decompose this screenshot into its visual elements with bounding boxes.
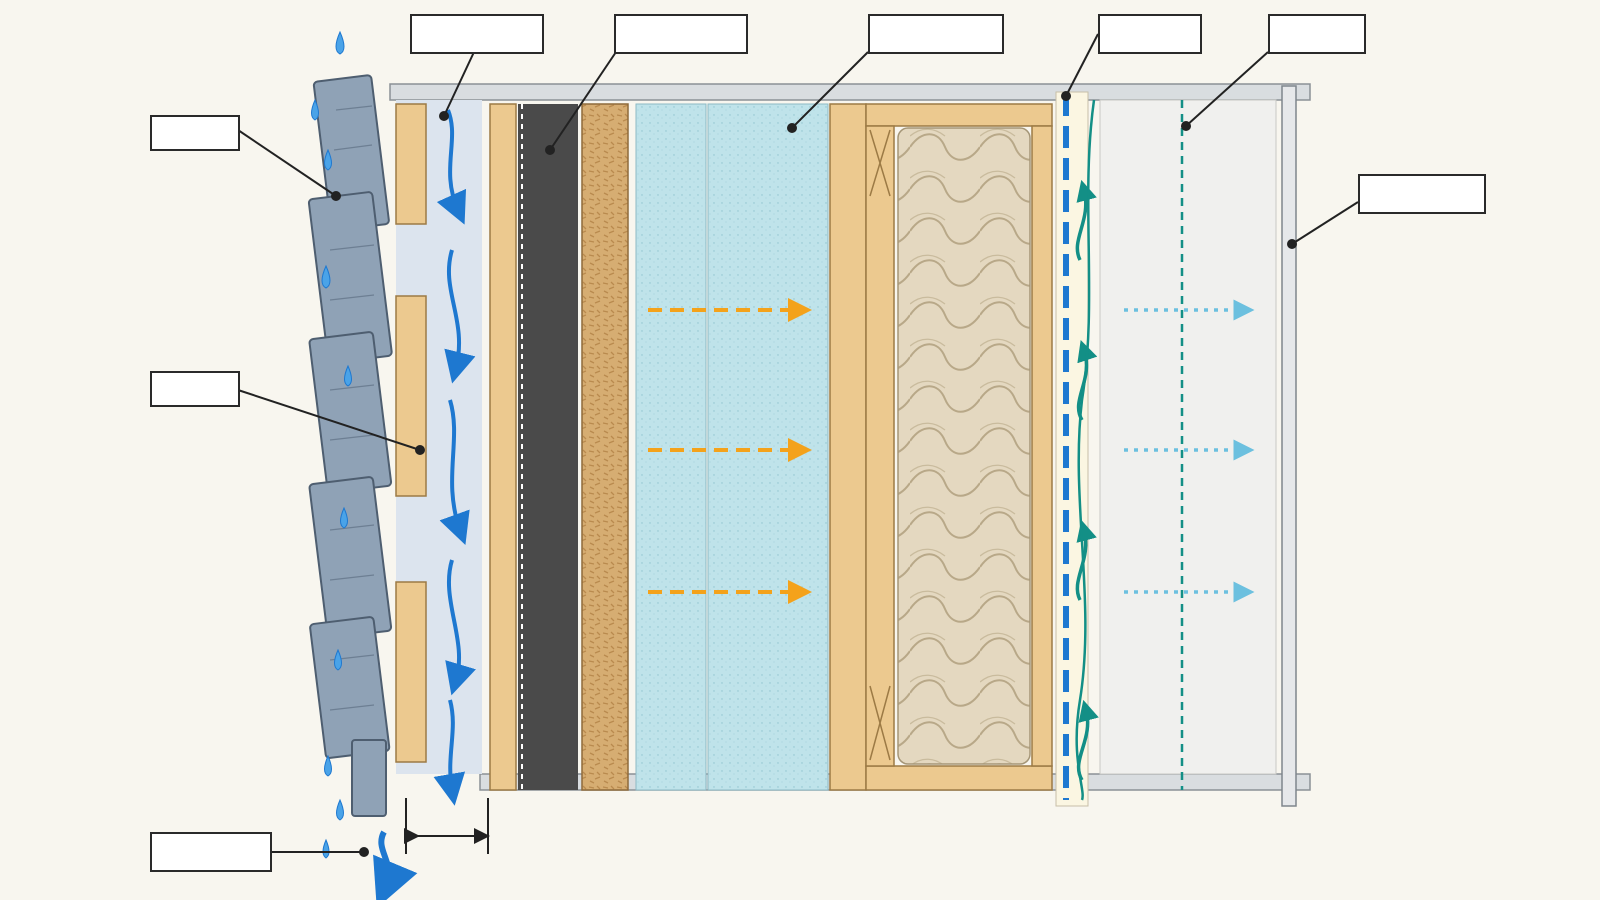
furring-strip [395,295,427,497]
shingle-grain [329,105,375,711]
blocking-cross [869,129,891,761]
leader-dot [1181,121,1191,131]
shingle-cladding [307,74,393,817]
weather-resistive-barrier [518,104,578,790]
leader-line [1065,33,1099,97]
water-drop-icon [324,148,332,171]
rain-droplets [311,30,352,859]
furring-strip [395,581,427,763]
drainage-arrow [436,109,467,225]
leader-dot [331,191,341,201]
wood-stud-framing [829,103,1053,791]
callout-furring [150,371,240,407]
top-plate-line [389,83,1311,101]
rigid-foam-panel [707,103,829,791]
water-drop-icon [322,838,330,859]
leader-dot [359,847,369,857]
leader-dot [415,445,425,455]
water-drop-icon [336,798,344,821]
leader-line [443,51,475,117]
drainage-exit-arrow [373,830,418,900]
callout-interior-trim [1358,174,1486,214]
water-drop-icon [321,264,331,289]
leader-line [549,51,617,151]
top-plate [865,103,1053,127]
leader-dot [1061,91,1071,101]
interior-trim [1281,85,1297,807]
shingle [308,476,393,639]
shingle [351,739,387,817]
leader-line [1291,201,1359,245]
stud [865,125,895,767]
water-drop-icon [335,30,345,55]
drainage-arrow [445,559,476,696]
stud [1031,125,1053,767]
interior-finish-board [1099,99,1277,775]
vapor-diffusion-arrows [1075,99,1099,801]
vapor-arrow [1075,519,1097,601]
furring-strip [395,103,427,225]
callout-wrb [614,14,748,54]
furring-strips [395,103,427,763]
leader-lines [237,33,1359,857]
water-drop-icon [311,98,319,121]
leader-dot [1287,239,1297,249]
leader-line [237,389,421,451]
batt-insulation [897,127,1031,765]
rigid-foam-panel [635,103,707,791]
callout-interior-board [1268,14,1366,54]
drainage-arrow [433,699,466,806]
bottom-plate [865,765,1053,791]
shingle [309,616,391,759]
vapor-arrow [1075,179,1097,261]
callout-vapor-retarder [1098,14,1202,54]
vapor-trail [1075,99,1096,801]
wood-board [489,103,517,791]
osb-sheathing [581,103,629,791]
leader-line [237,129,337,197]
leader-dot [439,111,449,121]
water-drop-icon [324,754,332,777]
water-drop-icon [340,506,348,529]
callout-foam [868,14,1004,54]
callout-drainage-gap [410,14,544,54]
leader-dot [787,123,797,133]
drainage-flow-arrows [433,109,476,806]
water-drop-icon [334,648,342,671]
leader-dot [545,145,555,155]
leader-line [791,51,869,129]
vapor-retarder-strip [1055,91,1089,807]
gap-dimension [404,798,490,854]
water-drop-icon [344,364,352,387]
drainage-arrow [439,399,470,546]
callout-drainage-exit [150,832,272,872]
heat-flow-arrows [648,298,812,604]
callout-shingle [150,115,240,151]
drainage-arrow [444,249,476,384]
air-movement-arrows [1124,299,1255,603]
leader-line [1185,51,1269,127]
stud [829,103,867,791]
